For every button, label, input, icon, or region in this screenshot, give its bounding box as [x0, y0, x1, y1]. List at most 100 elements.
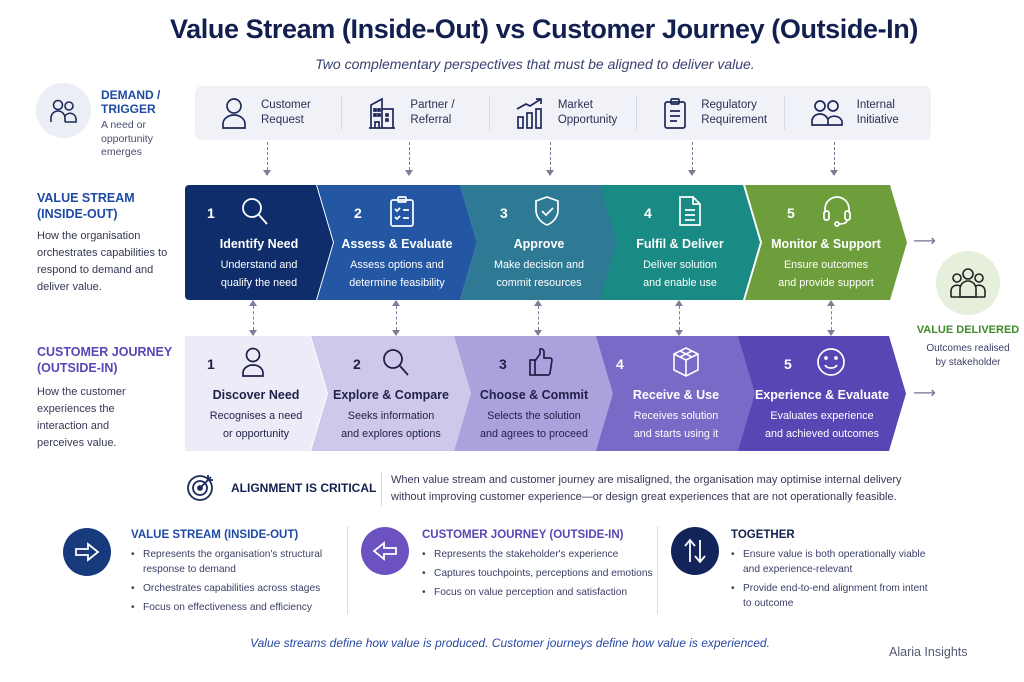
- panel-together-title: TOGETHER: [731, 529, 795, 541]
- trigger-label-4a: Regulatory: [701, 99, 757, 111]
- stage-desc-line1: Recognises a need: [209, 410, 303, 422]
- stage-desc-line1: Deliver solution: [643, 259, 717, 271]
- stage-name: Fulfil & Deliver: [636, 237, 724, 251]
- list-item: Focus on effectiveness and efficiency: [131, 600, 331, 615]
- customer-journey-stage-5: 5 Experience & Evaluate Evaluates experi…: [738, 336, 906, 451]
- group-icon: [810, 100, 843, 126]
- customer-journey-stage-1: 1 Discover Need Recognises a need or oppo…: [185, 336, 327, 451]
- brand-name: Alaria Insights: [889, 645, 968, 659]
- stage-desc-line2: or opportunity: [222, 428, 290, 440]
- stage-name: Assess & Evaluate: [341, 237, 453, 251]
- alignment-title: ALIGNMENT IS CRITICAL: [231, 481, 377, 495]
- arrow-right-icon: ⟶: [913, 233, 936, 250]
- value-stream-desc: How the organisation orchestrates capabi…: [37, 230, 168, 293]
- headset-icon: [823, 196, 851, 227]
- trigger-label-3b: Opportunity: [557, 114, 618, 126]
- value-stream-title-line2: (INSIDE-OUT): [37, 207, 118, 221]
- panel-divider: [347, 526, 348, 614]
- value-stream-title: VALUE STREAM (INSIDE-OUT): [37, 190, 135, 222]
- panel-value-stream-list: Represents the organisation's structural…: [131, 547, 331, 619]
- group-icon: [950, 268, 986, 298]
- customer-journey-stage-3: 3 Choose & Commit Selects the solution an…: [454, 336, 614, 451]
- stage-desc-line1: Selects the solution: [487, 410, 581, 422]
- stage-desc: Recognises a need or opportunity: [185, 407, 327, 443]
- stage-name: Choose & Commit: [479, 388, 589, 402]
- clipboard-icon: [664, 98, 687, 129]
- customer-journey-title: CUSTOMER JOURNEY (OUTSIDE-IN): [37, 344, 172, 376]
- arrow-right-icon: ⟶: [913, 385, 936, 402]
- stage-name: Approve: [513, 237, 565, 251]
- demand-icon-circle: [36, 83, 91, 138]
- stage-name: Monitor & Support: [771, 237, 881, 251]
- panel-customer-journey-title: CUSTOMER JOURNEY (OUTSIDE-IN): [422, 529, 624, 541]
- stage-desc-line1: Evaluates experience: [770, 410, 874, 422]
- stage-desc-line2: and agrees to proceed: [479, 428, 589, 440]
- list-item: Orchestrates capabilities across stages: [131, 581, 331, 596]
- stage-name: Receive & Use: [632, 388, 720, 402]
- panel-customer-journey-list: Represents the stakeholder's experience …: [422, 547, 662, 604]
- value-stream-title-line1: VALUE STREAM: [37, 191, 135, 205]
- stage-name: Identify Need: [219, 237, 299, 251]
- stage-desc-line2: qualify the need: [220, 277, 298, 289]
- stage-desc-line2: and explores options: [341, 428, 441, 440]
- stage-desc: Evaluates experience and achieved outcome…: [738, 407, 906, 443]
- trigger-down-arrow: [405, 142, 413, 178]
- alignment-connector: [249, 300, 257, 336]
- stage-desc: Seeks information and explores options: [311, 407, 471, 443]
- document-icon: [679, 196, 701, 226]
- person-icon: [242, 347, 264, 377]
- value-delivered-title: VALUE DELIVERED: [916, 324, 1020, 336]
- people-icon: [49, 99, 77, 123]
- trigger-down-arrow: [546, 142, 554, 178]
- stage-desc-line1: Receives solution: [633, 410, 719, 422]
- building-icon: [369, 97, 396, 129]
- value-delivered-desc: Outcomes realised by stakeholder: [905, 342, 1024, 370]
- customer-journey-desc: How the customer experiences the interac…: [37, 386, 126, 449]
- panel-value-stream-circle: [63, 528, 111, 576]
- arrow-right-icon: [75, 542, 100, 562]
- stage-number: 1: [207, 356, 215, 372]
- trigger-label-5b: Initiative: [856, 114, 899, 126]
- stage-desc-line2: and achieved outcomes: [764, 428, 880, 440]
- stage-number: 2: [353, 356, 361, 372]
- trigger-label-1b: Request: [261, 114, 304, 126]
- trigger-label-4b: Requirement: [701, 114, 768, 126]
- magnifier-icon: [242, 198, 268, 225]
- customer-journey-title-line2: (OUTSIDE-IN): [37, 361, 118, 375]
- stage-name: Discover Need: [212, 388, 300, 402]
- panel-together-list: Ensure value is both operationally viabl…: [731, 547, 931, 615]
- stage-number: 1: [207, 205, 215, 221]
- value-delivered-desc-line1: Outcomes realised: [926, 343, 1010, 354]
- customer-journey-title-line1: CUSTOMER JOURNEY: [37, 345, 173, 359]
- stage-number: 3: [499, 356, 507, 372]
- stage-desc-line2: and starts using it: [633, 428, 719, 440]
- up-down-arrows-icon: [684, 538, 706, 564]
- stage-name: Experience & Evaluate: [754, 388, 890, 402]
- page-title: Value Stream (Inside-Out) vs Customer Jo…: [170, 14, 918, 44]
- list-item: Focus on value perception and satisfacti…: [422, 585, 662, 600]
- shield-check-icon: [535, 196, 559, 226]
- smiley-icon: [817, 348, 845, 376]
- stage-desc: Receives solution and starts using it: [596, 407, 756, 443]
- stage-desc-line1: Seeks information: [347, 410, 435, 422]
- trigger-label-2b: Referral: [410, 114, 452, 126]
- magnifier-icon: [383, 349, 409, 376]
- demand-title-line2: TRIGGER: [101, 102, 156, 116]
- stage-desc-line1: Assess options and: [350, 259, 444, 271]
- list-item: Represents the stakeholder's experience: [422, 547, 662, 562]
- stage-desc-line2: commit resources: [496, 277, 582, 289]
- stage-number: 4: [616, 356, 624, 372]
- stage-number: 5: [784, 356, 792, 372]
- package-icon: [673, 347, 699, 377]
